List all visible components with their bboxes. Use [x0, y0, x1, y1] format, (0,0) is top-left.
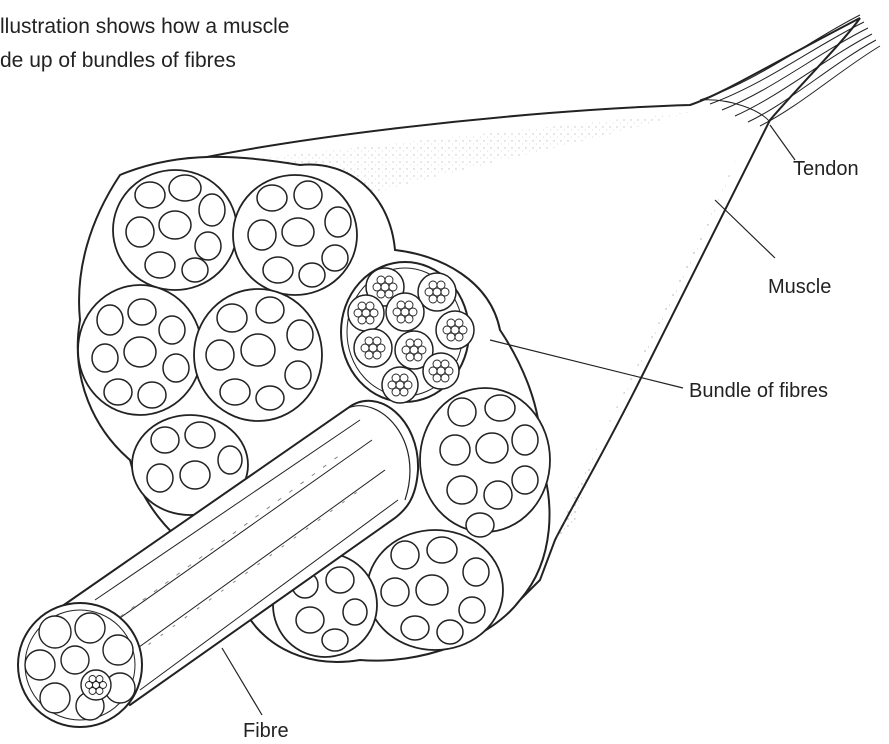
tendon-leader [770, 125, 795, 160]
label-fibre: Fibre [243, 720, 289, 743]
label-bundle-of-fibres: Bundle of fibres [689, 380, 828, 403]
fibre-leader [222, 648, 262, 715]
muscle-leader [715, 200, 775, 258]
label-tendon: Tendon [793, 158, 859, 181]
label-muscle: Muscle [768, 276, 831, 299]
bundle-of-fibres-detail [341, 262, 474, 403]
